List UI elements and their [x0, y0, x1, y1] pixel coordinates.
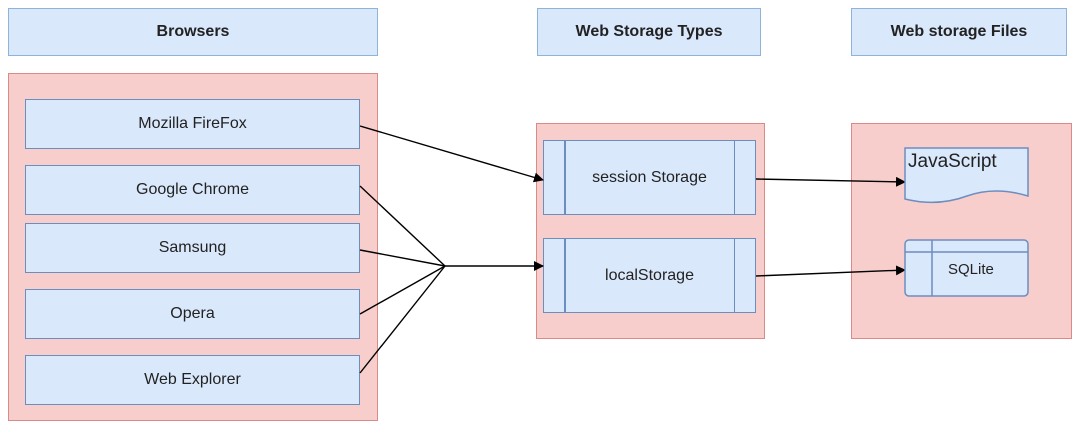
browser-node-opera: Opera	[25, 289, 360, 339]
file-label-javascript: JavaScript	[908, 151, 997, 172]
browser-node-chrome: Google Chrome	[25, 165, 360, 215]
storage-node-session: session Storage	[543, 140, 756, 215]
file-label-sqlite: SQLite	[948, 261, 994, 278]
header-browsers: Browsers	[8, 8, 378, 56]
header-storage-files: Web storage Files	[851, 8, 1067, 56]
browser-node-web-explorer: Web Explorer	[25, 355, 360, 405]
storage-node-local: localStorage	[543, 238, 756, 313]
browser-node-firefox: Mozilla FireFox	[25, 99, 360, 149]
header-storage-types: Web Storage Types	[537, 8, 761, 56]
browser-node-samsung: Samsung	[25, 223, 360, 273]
edge-firefox-session	[359, 125, 544, 183]
